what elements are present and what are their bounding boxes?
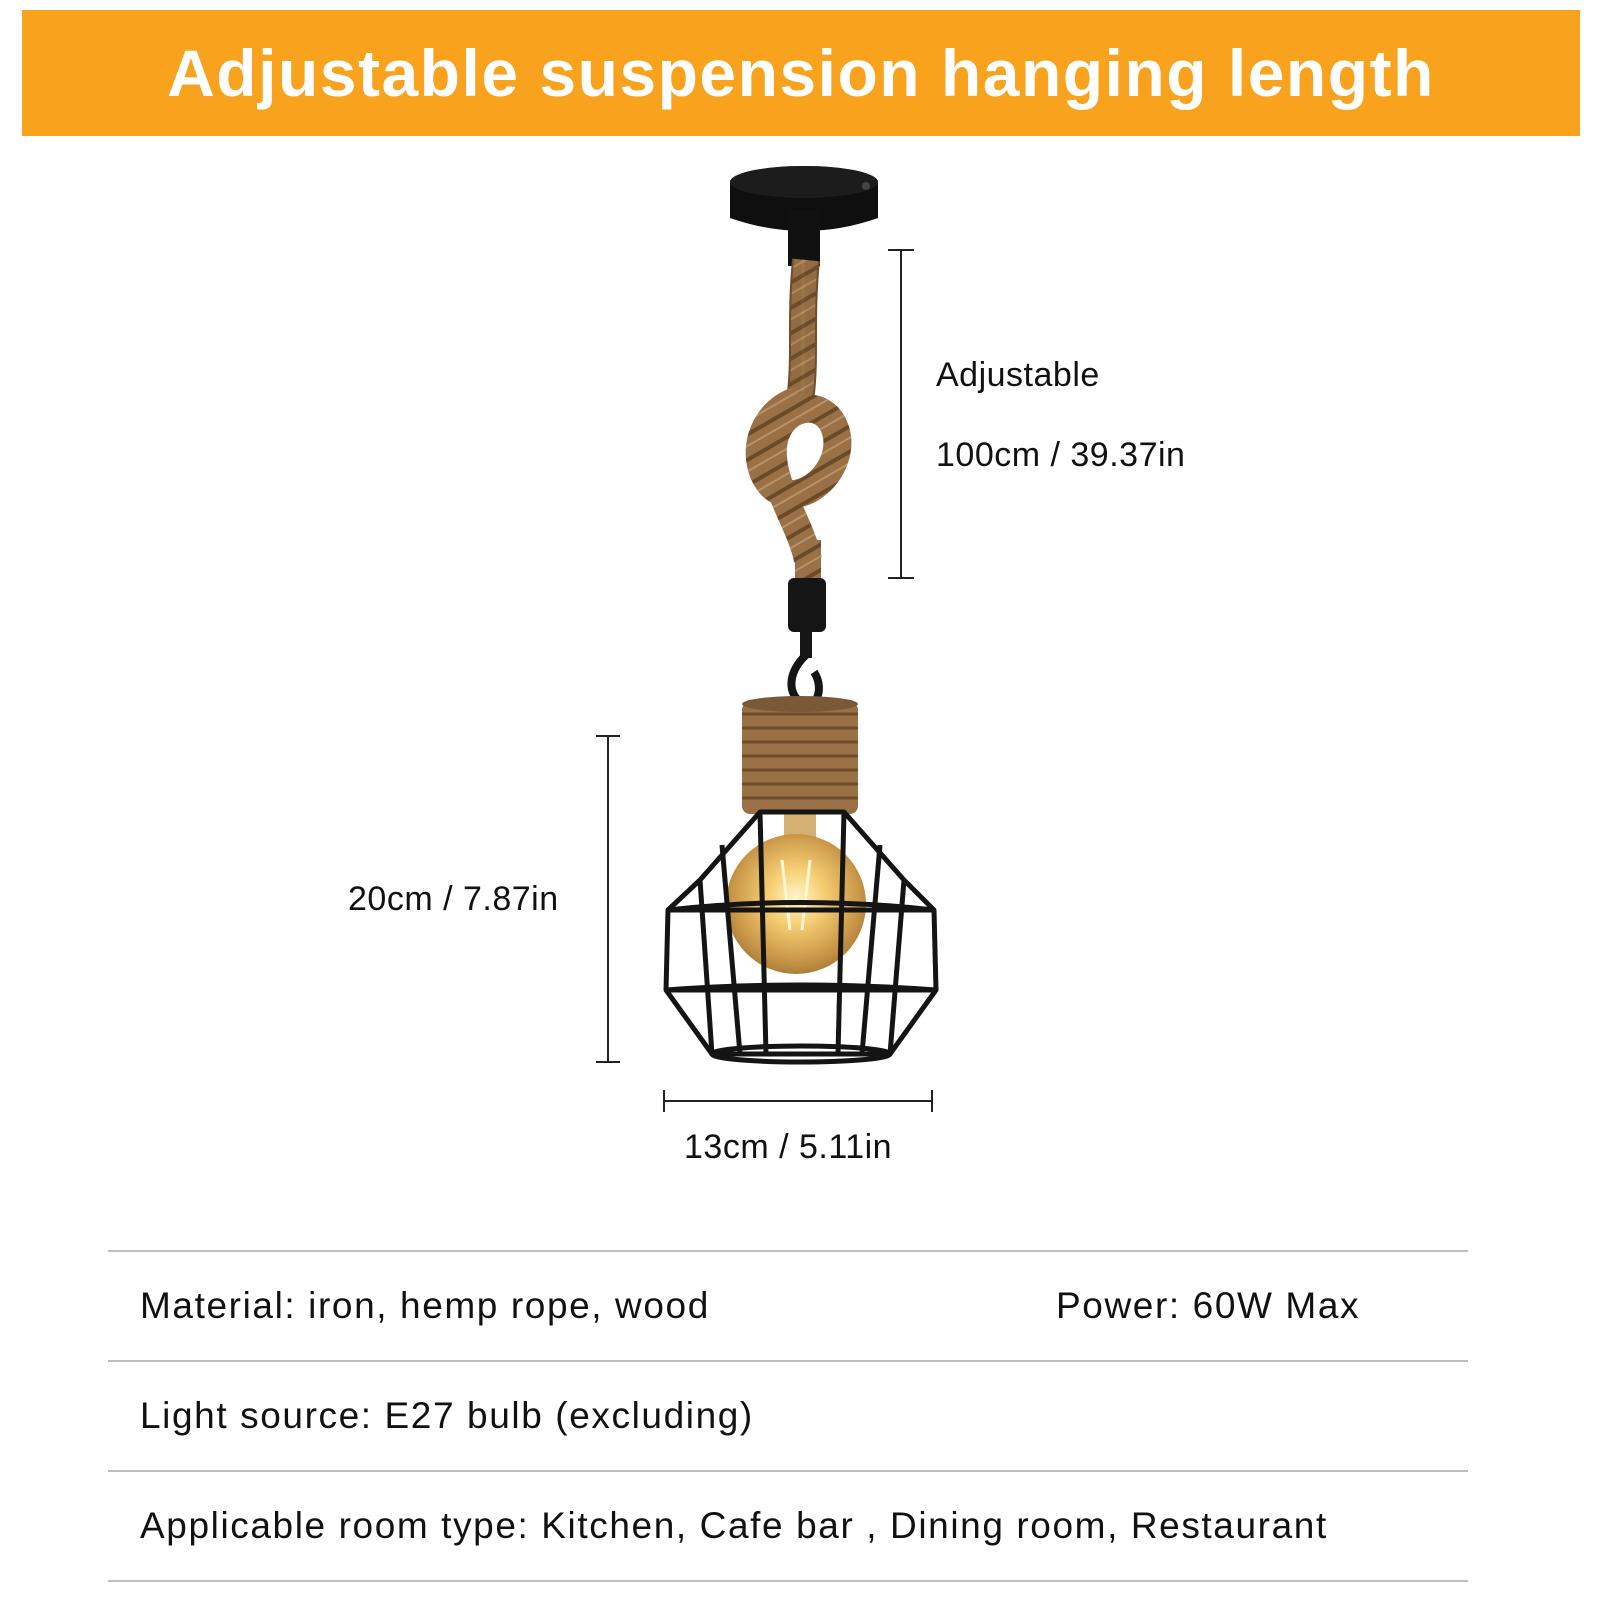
socket-swivel [787, 578, 826, 710]
banner-title: Adjustable suspension hanging length [167, 36, 1435, 110]
spec-table: Material: iron, hemp rope, wood Power: 6… [108, 1250, 1468, 1582]
power-spec: Power: 60W Max [1056, 1285, 1361, 1326]
hemp-rope [745, 258, 852, 580]
ceiling-canopy [730, 166, 878, 266]
cord-length-dimension-line [888, 249, 914, 579]
cord-length-label: 100cm / 39.37in [936, 436, 1186, 474]
spec-row: Light source: E27 bulb (excluding) [108, 1360, 1468, 1470]
light-source-spec: Light source: E27 bulb (excluding) [140, 1395, 754, 1436]
room-type-spec: Applicable room type: Kitchen, Cafe bar … [140, 1505, 1328, 1546]
adjustable-label: Adjustable [936, 356, 1100, 394]
spec-row: Applicable room type: Kitchen, Cafe bar … [108, 1470, 1468, 1582]
spec-row: Material: iron, hemp rope, wood Power: 6… [108, 1250, 1468, 1360]
width-label: 13cm / 5.11in [684, 1128, 893, 1166]
title-banner: Adjustable suspension hanging length [22, 10, 1580, 136]
rope-wrapped-neck [742, 696, 858, 814]
height-label: 20cm / 7.87in [348, 880, 559, 918]
height-dimension-line [596, 735, 620, 1063]
material-spec: Material: iron, hemp rope, wood [140, 1285, 710, 1326]
metal-cage [663, 809, 939, 1065]
width-dimension-line [663, 1090, 933, 1112]
